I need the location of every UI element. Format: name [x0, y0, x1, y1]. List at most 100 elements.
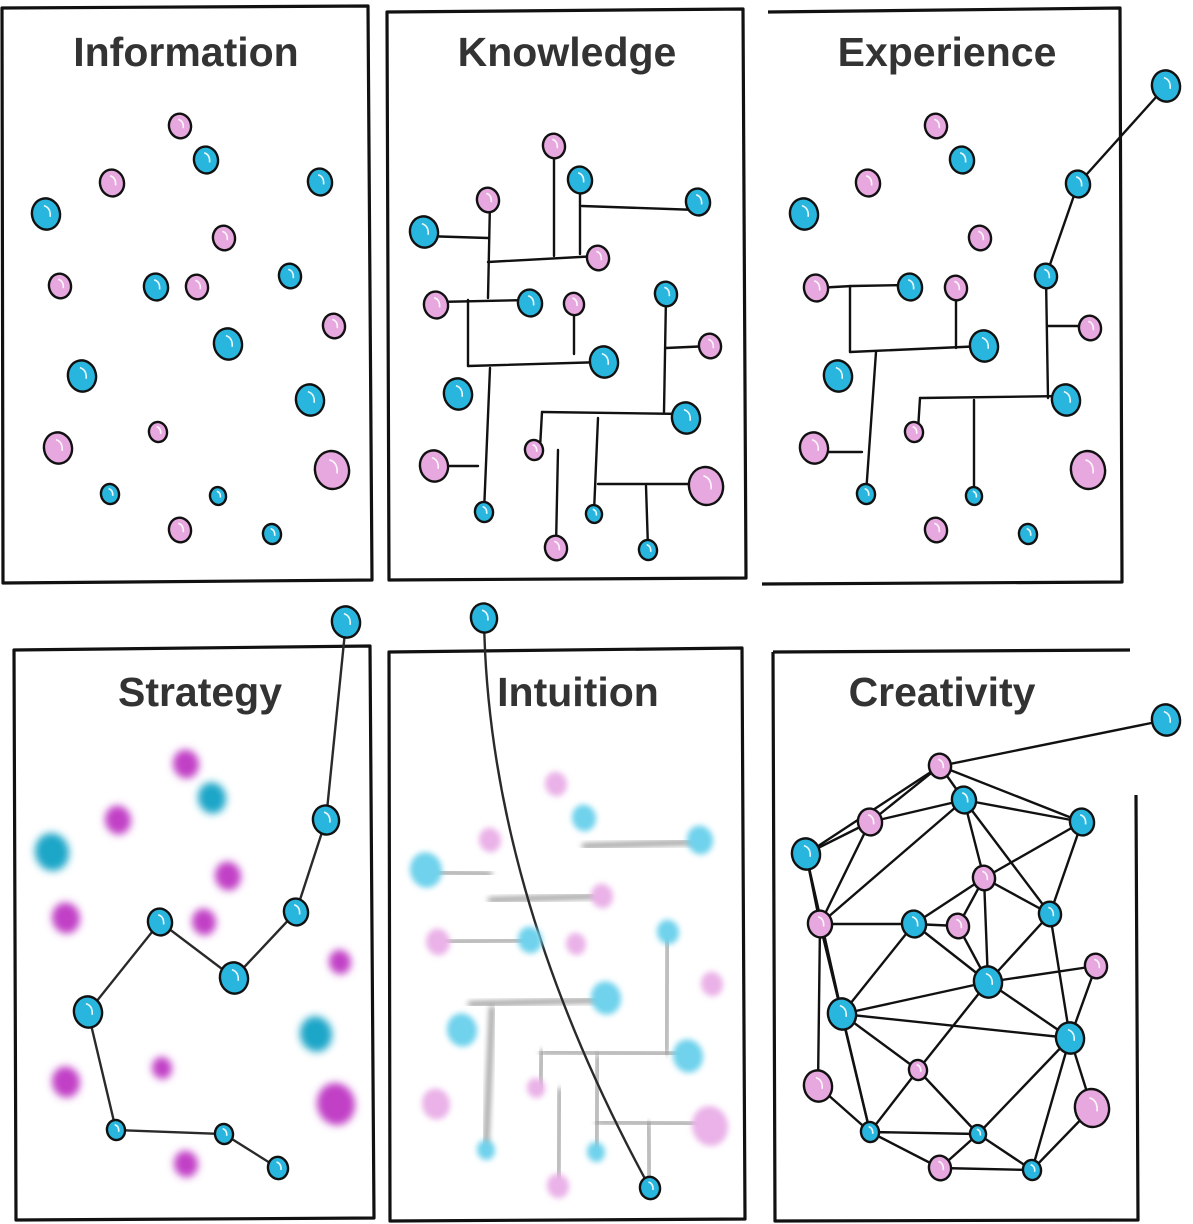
connection-line: [540, 410, 688, 416]
dot: [1069, 449, 1107, 491]
dot: [686, 825, 714, 855]
dot: [526, 1077, 546, 1099]
frame-strategy: [12, 644, 376, 1222]
connection-line: [986, 980, 1072, 1040]
connection-line: [1048, 820, 1084, 916]
dot: [442, 377, 474, 411]
dot: [854, 168, 882, 198]
dot: [208, 485, 228, 507]
dot: [896, 272, 924, 302]
dot: [802, 1069, 834, 1103]
dot: [261, 522, 283, 546]
dot: [653, 280, 679, 308]
dot: [590, 981, 622, 1015]
dot: [670, 401, 702, 435]
dot: [1064, 169, 1092, 199]
frame-intuition: [387, 646, 747, 1223]
connection-line: [554, 448, 560, 548]
connection-line: [435, 937, 533, 945]
connection-line: [482, 366, 492, 514]
dot: [927, 1154, 953, 1182]
dot: [586, 1141, 606, 1163]
connection-line: [487, 893, 605, 903]
connection-line: [868, 1130, 942, 1170]
dot: [1068, 807, 1096, 837]
dot: [927, 752, 953, 780]
dot: [790, 837, 822, 871]
dot: [903, 420, 925, 444]
dot: [192, 145, 220, 175]
connection-line: [483, 1005, 495, 1151]
title-creativity: Creativity: [849, 669, 1036, 715]
dot: [1021, 1158, 1043, 1182]
dot: [316, 1082, 356, 1126]
dot: [167, 516, 193, 544]
dot: [517, 926, 543, 954]
dot: [473, 500, 495, 524]
dot: [900, 909, 928, 939]
connection-line: [976, 1036, 1072, 1136]
connection-line: [466, 360, 606, 368]
dot: [584, 503, 604, 525]
dot: [330, 605, 362, 639]
dot: [544, 771, 568, 797]
dot: [691, 1105, 729, 1147]
dot: [151, 1056, 173, 1080]
dot: [541, 132, 567, 160]
dot: [523, 438, 545, 462]
dot: [565, 932, 587, 956]
title-intuition: Intuition: [497, 669, 659, 715]
connection-line: [868, 764, 942, 824]
dot: [656, 919, 680, 945]
connection-line: [1076, 84, 1168, 186]
dot: [1054, 1021, 1086, 1055]
dot: [146, 907, 174, 937]
dot: [476, 1139, 496, 1161]
dot: [684, 187, 712, 217]
dot: [214, 861, 242, 891]
dot: [943, 274, 969, 302]
connection-line: [868, 798, 966, 824]
dot: [802, 273, 830, 303]
frame-information: [0, 4, 374, 585]
connection-line: [962, 798, 1052, 916]
dot: [313, 449, 351, 491]
dot: [197, 782, 227, 814]
dot: [446, 1013, 478, 1047]
dot: [51, 1066, 81, 1098]
panel-frames: [0, 4, 1140, 1223]
connection-line: [486, 200, 492, 300]
dot: [299, 1016, 333, 1052]
dot: [950, 785, 978, 815]
dot: [590, 883, 614, 909]
dot: [173, 1150, 199, 1178]
dot: [1150, 69, 1182, 103]
connection-line: [848, 344, 986, 354]
connection-lines: [86, 84, 1168, 1190]
dot: [1037, 900, 1063, 928]
dot: [409, 852, 443, 888]
dot: [105, 1118, 127, 1142]
connection-line: [938, 1166, 1034, 1172]
dot: [967, 224, 993, 252]
dot: [51, 902, 81, 934]
connection-line: [581, 839, 703, 849]
connection-line: [663, 931, 671, 1055]
dot: [566, 165, 594, 195]
dot: [856, 807, 884, 837]
dot: [167, 112, 193, 140]
connection-line: [938, 718, 1168, 768]
connection-line: [580, 204, 700, 212]
connection-line: [840, 980, 990, 1016]
dot: [638, 1175, 662, 1201]
connection-line: [840, 1012, 1072, 1040]
frame-knowledge: [385, 7, 748, 582]
dot: [687, 465, 725, 507]
dot: [1033, 262, 1059, 290]
connection-line: [539, 1049, 691, 1057]
connection-line: [986, 964, 1098, 984]
dot: [1083, 952, 1109, 980]
connection-line: [816, 922, 822, 1088]
dot: [311, 804, 341, 836]
connection-line: [918, 394, 1068, 400]
